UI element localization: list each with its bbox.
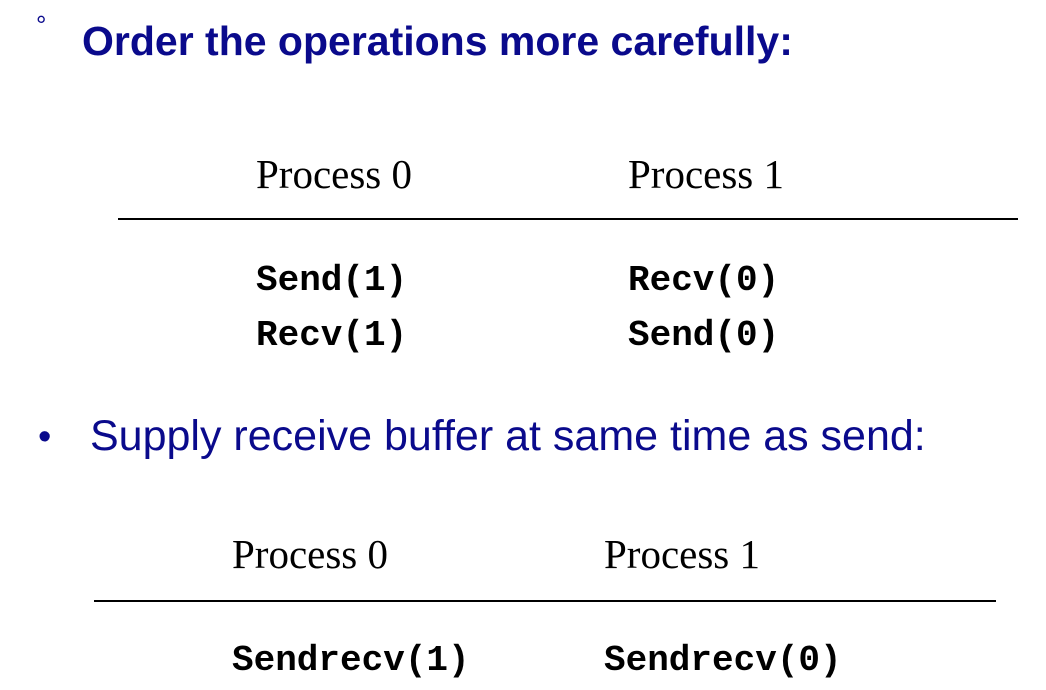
bullet-marker: ° (36, 10, 47, 40)
table-cell: Recv(0) (628, 260, 780, 301)
column-header-process-1: Process 1 (604, 531, 761, 577)
column-header-process-1: Process 1 (628, 151, 785, 197)
table-divider (94, 600, 996, 602)
table-cell: Sendrecv(1) (232, 640, 470, 681)
section-heading: Order the operations more carefully: (82, 18, 793, 64)
column-header-process-0: Process 0 (256, 151, 413, 197)
table-cell: Recv(1) (256, 315, 408, 356)
table-cell: Sendrecv(0) (604, 640, 842, 681)
section-heading: Supply receive buffer at same time as se… (90, 412, 926, 460)
table-divider (118, 218, 1018, 220)
table-cell: Send(0) (628, 315, 780, 356)
bullet-marker: • (38, 416, 52, 458)
table-cell: Send(1) (256, 260, 408, 301)
column-header-process-0: Process 0 (232, 531, 389, 577)
